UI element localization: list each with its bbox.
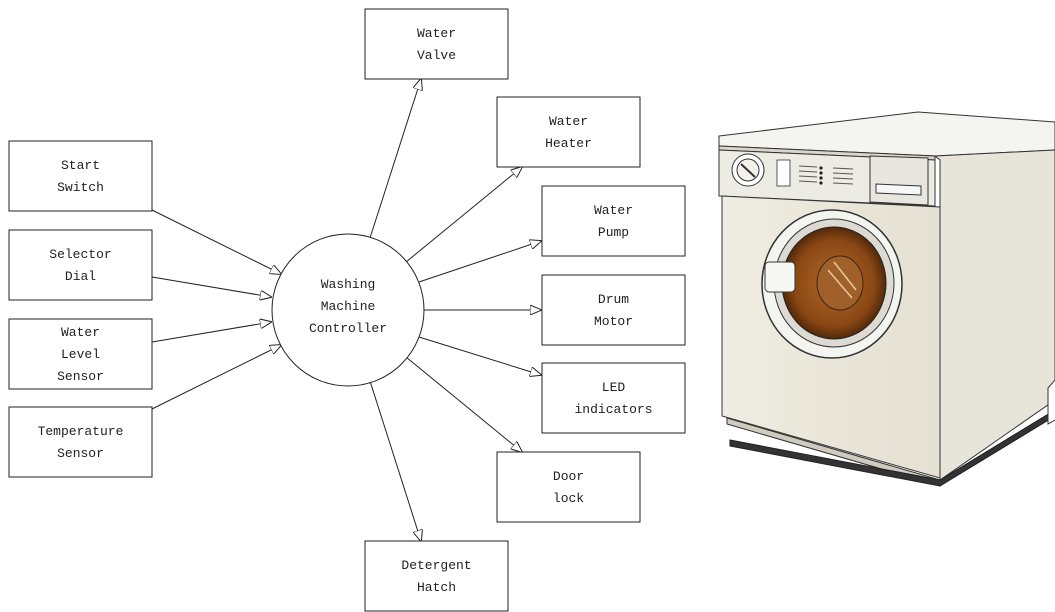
selector-dial-label-line: Dial xyxy=(65,269,96,284)
selector-dial-arrow xyxy=(152,277,271,297)
led-indicators-rect xyxy=(542,363,685,433)
door-lock-box: Door lock xyxy=(497,452,640,522)
water-pump-label-line: Water xyxy=(594,203,633,218)
detergent-hatch-arrow xyxy=(370,381,421,541)
water-level-sensor-label-line: Level xyxy=(61,347,100,362)
led-indicators-box: LED indicators xyxy=(542,363,685,433)
led-indicators-label-line: LED xyxy=(602,380,626,395)
door-lock-label-line: Door xyxy=(553,469,584,484)
controller-label-line: Washing xyxy=(321,277,376,292)
door-lock-rect xyxy=(497,452,640,522)
water-level-sensor-label-line: Sensor xyxy=(57,369,104,384)
door-lock-arrow xyxy=(406,357,522,452)
water-level-sensor-arrow xyxy=(152,322,271,342)
drum-motor-label-line: Motor xyxy=(594,314,633,329)
temperature-sensor-rect xyxy=(9,407,152,477)
water-pump-arrow xyxy=(419,241,541,282)
drum-motor-rect xyxy=(542,275,685,345)
led-indicators-arrow xyxy=(419,337,541,375)
temperature-sensor-label-line: Sensor xyxy=(57,446,104,461)
water-pump-label-line: Pump xyxy=(598,225,629,240)
controller-label-line: Machine xyxy=(321,299,376,314)
water-valve-arrow xyxy=(370,79,421,238)
water-level-sensor-label-line: Water xyxy=(61,325,100,340)
start-switch-rect xyxy=(9,141,152,211)
led-indicators-label-line: indicators xyxy=(574,402,652,417)
controller-label-line: Controller xyxy=(309,321,387,336)
water-valve-rect xyxy=(365,9,508,79)
detergent-hatch-label-line: Hatch xyxy=(417,580,456,595)
water-valve-label-line: Water xyxy=(417,26,456,41)
start-switch-label-line: Switch xyxy=(57,180,104,195)
detergent-hatch-rect xyxy=(365,541,508,611)
temperature-sensor-label-line: Temperature xyxy=(38,424,124,439)
door-lock-label-line: lock xyxy=(553,491,584,506)
start-switch-arrow xyxy=(152,210,281,274)
drum-motor-label-line: Drum xyxy=(598,292,629,307)
washing-machine-icon xyxy=(719,112,1055,486)
temperature-sensor-arrow xyxy=(152,345,281,409)
water-pump-rect xyxy=(542,186,685,256)
selector-dial-label-line: Selector xyxy=(49,247,111,262)
water-heater-label-line: Water xyxy=(549,114,588,129)
selector-dial-rect xyxy=(9,230,152,300)
water-heater-rect xyxy=(497,97,640,167)
detergent-hatch-label-line: Detergent xyxy=(401,558,471,573)
start-switch-label-line: Start xyxy=(61,158,100,173)
water-heater-label-line: Heater xyxy=(545,136,592,151)
water-heater-arrow xyxy=(406,167,522,262)
diagram-nodes: StartSwitchSelectorDialWaterLevelSensorT… xyxy=(9,9,685,611)
water-valve-label-line: Valve xyxy=(417,48,456,63)
